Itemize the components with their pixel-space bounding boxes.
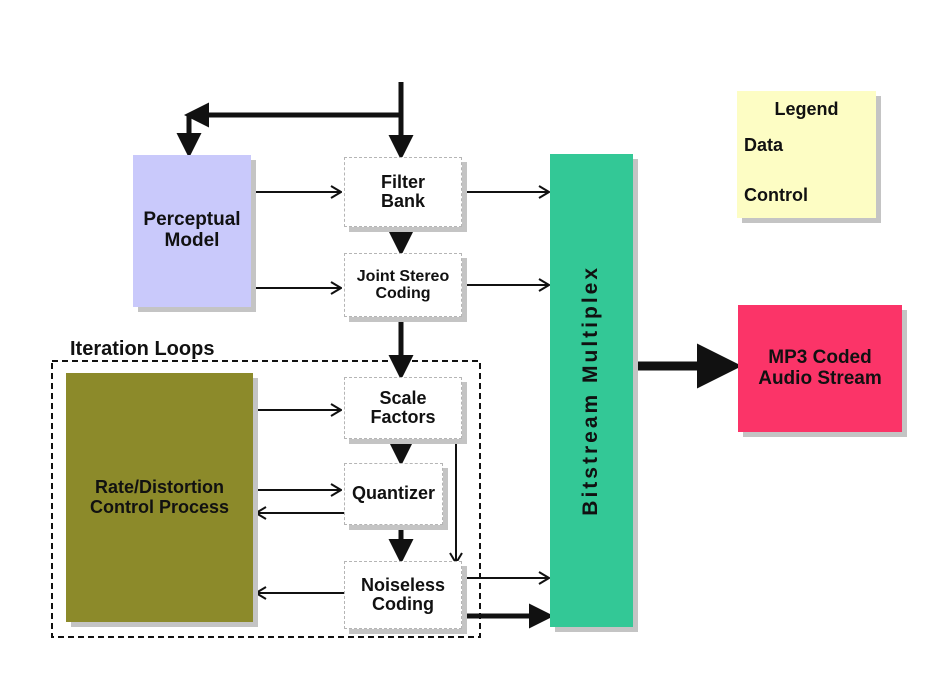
- mp3-coded-audio-stream-label: MP3 Coded Audio Stream: [758, 346, 882, 389]
- scale-factors-label: Scale Factors: [370, 387, 436, 427]
- quantizer-box: Quantizer: [344, 463, 443, 525]
- bitstream-multiplex-box: Bitstream Multiplex: [550, 154, 633, 627]
- perceptual-model-box: Perceptual Model: [133, 155, 251, 307]
- filter-bank-label: Filter Bank: [380, 171, 425, 211]
- legend-title: Legend: [774, 99, 839, 119]
- joint-stereo-coding-box: Joint Stereo Coding: [344, 253, 462, 317]
- rate-distortion-label: Rate/Distortion Control Process: [89, 477, 230, 517]
- iteration-loops-label: Iteration Loops: [70, 338, 215, 360]
- iteration-loops-frame: [51, 360, 481, 638]
- bitstream-multiplex-label: Bitstream Multiplex: [579, 265, 603, 516]
- filter-bank-box: Filter Bank: [344, 157, 462, 227]
- data-lines: [176, 82, 554, 629]
- mp3-coded-audio-stream-box: MP3 Coded Audio Stream: [738, 305, 902, 432]
- noiseless-coding-box: Noiseless Coding: [344, 561, 462, 629]
- legend-box: Legend Data Control: [737, 91, 876, 218]
- rate-distortion-box: Rate/Distortion Control Process: [66, 373, 253, 622]
- legend-data-label: Data: [744, 135, 784, 155]
- joint-stereo-coding-label: Joint Stereo Coding: [356, 267, 450, 302]
- perceptual-model-label: Perceptual Model: [143, 209, 241, 251]
- quantizer-label: Quantizer: [351, 483, 435, 504]
- noiseless-coding-label: Noiseless Coding: [360, 574, 446, 614]
- scale-factors-box: Scale Factors: [344, 377, 462, 439]
- legend-control-label: Control: [744, 185, 808, 205]
- scale-factors-to-noiseless: [449, 438, 456, 563]
- control-lines: [251, 192, 549, 593]
